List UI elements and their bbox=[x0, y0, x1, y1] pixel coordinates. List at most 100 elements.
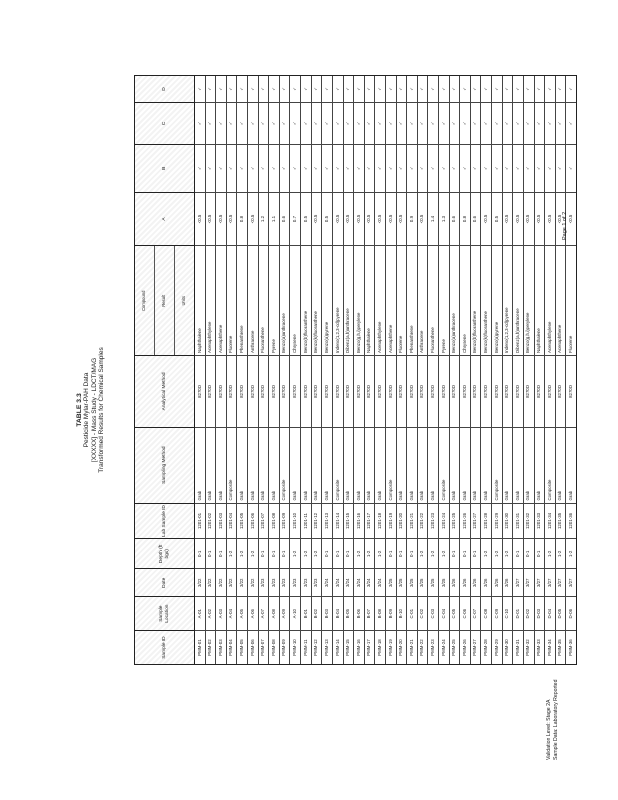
table-cell: ✓ bbox=[514, 87, 520, 91]
table-cell: 1201-08 bbox=[269, 502, 279, 539]
table-cell: Grab bbox=[417, 426, 428, 503]
table-cell: <0.5 bbox=[364, 191, 375, 246]
table-cell: 1201-25 bbox=[449, 502, 460, 539]
table-cell: 8270D bbox=[195, 355, 205, 427]
table-cell: ✓ bbox=[195, 101, 205, 144]
table-cell: 3/23 bbox=[301, 568, 311, 597]
table-cell: 1-2 bbox=[545, 538, 555, 569]
table-cell: 8270D bbox=[237, 355, 248, 427]
table-cell: 0-1 bbox=[385, 538, 396, 569]
table-cell: C-09 bbox=[492, 596, 502, 631]
table-cell: ✓ bbox=[290, 101, 301, 144]
footnote-line: Sample Data: Laboratory Reported bbox=[552, 679, 559, 760]
table-cell: <0.5 bbox=[545, 191, 555, 246]
table-cell: ✓ bbox=[205, 143, 216, 192]
table-cell: Composite bbox=[492, 426, 502, 503]
table-cell: ✓ bbox=[207, 87, 213, 91]
table-cell: ✓ bbox=[567, 87, 573, 91]
table-cell: ✓ bbox=[398, 87, 404, 91]
table-cell: Grab bbox=[364, 426, 375, 503]
table-cell: ✓ bbox=[483, 87, 489, 91]
table-cell: ✓ bbox=[439, 101, 449, 144]
table-cell: 8270D bbox=[449, 355, 460, 427]
table-header-row: Sample ID Sample Location Date Depth (ft… bbox=[135, 76, 195, 664]
table-cell: 1-2 bbox=[354, 538, 364, 569]
table-cell: Naphthalene bbox=[195, 245, 205, 356]
table-cell: 8270D bbox=[226, 355, 237, 427]
table-cell: Composite bbox=[226, 426, 237, 503]
table-cell: 3/23 bbox=[290, 568, 301, 597]
table-cell: ✓ bbox=[555, 101, 566, 144]
table-cell: Chrysene bbox=[290, 245, 301, 356]
table-cell: B-08 bbox=[375, 596, 385, 631]
table-cell: 1201-10 bbox=[290, 502, 301, 539]
table-cell: ✓ bbox=[281, 87, 287, 91]
table-cell: 1201-15 bbox=[343, 502, 354, 539]
table-cell: PMM-10 bbox=[290, 630, 301, 664]
table-cell: 1201-32 bbox=[523, 502, 534, 539]
table-cell: <0.5 bbox=[396, 191, 407, 246]
table-cell: Composite bbox=[279, 426, 290, 503]
table-cell: Benzo(b)fluoranthene bbox=[470, 245, 481, 356]
table-cell: Indeno(1,2,3-cd)pyrene bbox=[332, 245, 343, 356]
table-cell: Indeno(1,2,3-cd)pyrene bbox=[502, 245, 513, 356]
table-cell: 3/22 bbox=[195, 568, 205, 597]
table-cell: 8270D bbox=[396, 355, 407, 427]
table-cell: Grab bbox=[195, 426, 205, 503]
table-cell: PMM-14 bbox=[332, 630, 343, 664]
table-cell: <0.5 bbox=[216, 191, 226, 246]
table-cell: 8270D bbox=[354, 355, 364, 427]
table-cell: Composite bbox=[385, 426, 396, 503]
table-cell: ✓ bbox=[387, 87, 393, 91]
table-cell: Grab bbox=[311, 426, 322, 503]
table-cell: ✓ bbox=[237, 143, 248, 192]
table-cell: 8270D bbox=[343, 355, 354, 427]
table-cell: ✓ bbox=[566, 143, 576, 192]
table-cell: <0.5 bbox=[205, 191, 216, 246]
table-cell: C-07 bbox=[470, 596, 481, 631]
table-cell: 1-2 bbox=[428, 538, 439, 569]
table-cell: A-02 bbox=[205, 596, 216, 631]
table-cell: 8270D bbox=[248, 355, 258, 427]
table-cell: 3/22 bbox=[205, 568, 216, 597]
table-cell: ✓ bbox=[492, 101, 502, 144]
column-header: A bbox=[135, 191, 194, 246]
table-cell: 1201-28 bbox=[481, 502, 492, 539]
table-cell: Fluoranthene bbox=[428, 245, 439, 356]
table-cell: Grab bbox=[216, 426, 226, 503]
table-cell: Fluorene bbox=[226, 245, 237, 356]
table-cell: 8270D bbox=[470, 355, 481, 427]
table-header-block: TABLE 3.3 Pesticide Mylar-PAH Data [XXXX… bbox=[76, 60, 105, 760]
table-cell: ✓ bbox=[525, 87, 531, 91]
table-cell: 0.8 bbox=[237, 191, 248, 246]
table-cell: <0.5 bbox=[417, 191, 428, 246]
table-cell: 3/27 bbox=[534, 568, 545, 597]
table-cell: <0.5 bbox=[523, 191, 534, 246]
table-cell: 8270D bbox=[439, 355, 449, 427]
table-cell: Naphthalene bbox=[534, 245, 545, 356]
table-cell: ✓ bbox=[226, 101, 237, 144]
table-cell: PMM-12 bbox=[311, 630, 322, 664]
table-cell: B-06 bbox=[354, 596, 364, 631]
table-cell: ✓ bbox=[472, 87, 478, 91]
table-cell: ✓ bbox=[375, 143, 385, 192]
table-cell: C-06 bbox=[460, 596, 470, 631]
table-cell: PMM-18 bbox=[375, 630, 385, 664]
table-cell: Chrysene bbox=[460, 245, 470, 356]
table-cell: 1-2 bbox=[301, 538, 311, 569]
table-cell: B-02 bbox=[311, 596, 322, 631]
table-cell: Grab bbox=[375, 426, 385, 503]
table-cell: 3/24 bbox=[375, 568, 385, 597]
table-cell: Grab bbox=[258, 426, 269, 503]
table-cell: ✓ bbox=[332, 143, 343, 192]
table-cell: 0.7 bbox=[290, 191, 301, 246]
table-cell: 3/22 bbox=[237, 568, 248, 597]
table-cell: ✓ bbox=[269, 101, 279, 144]
table-cell: Grab bbox=[248, 426, 258, 503]
